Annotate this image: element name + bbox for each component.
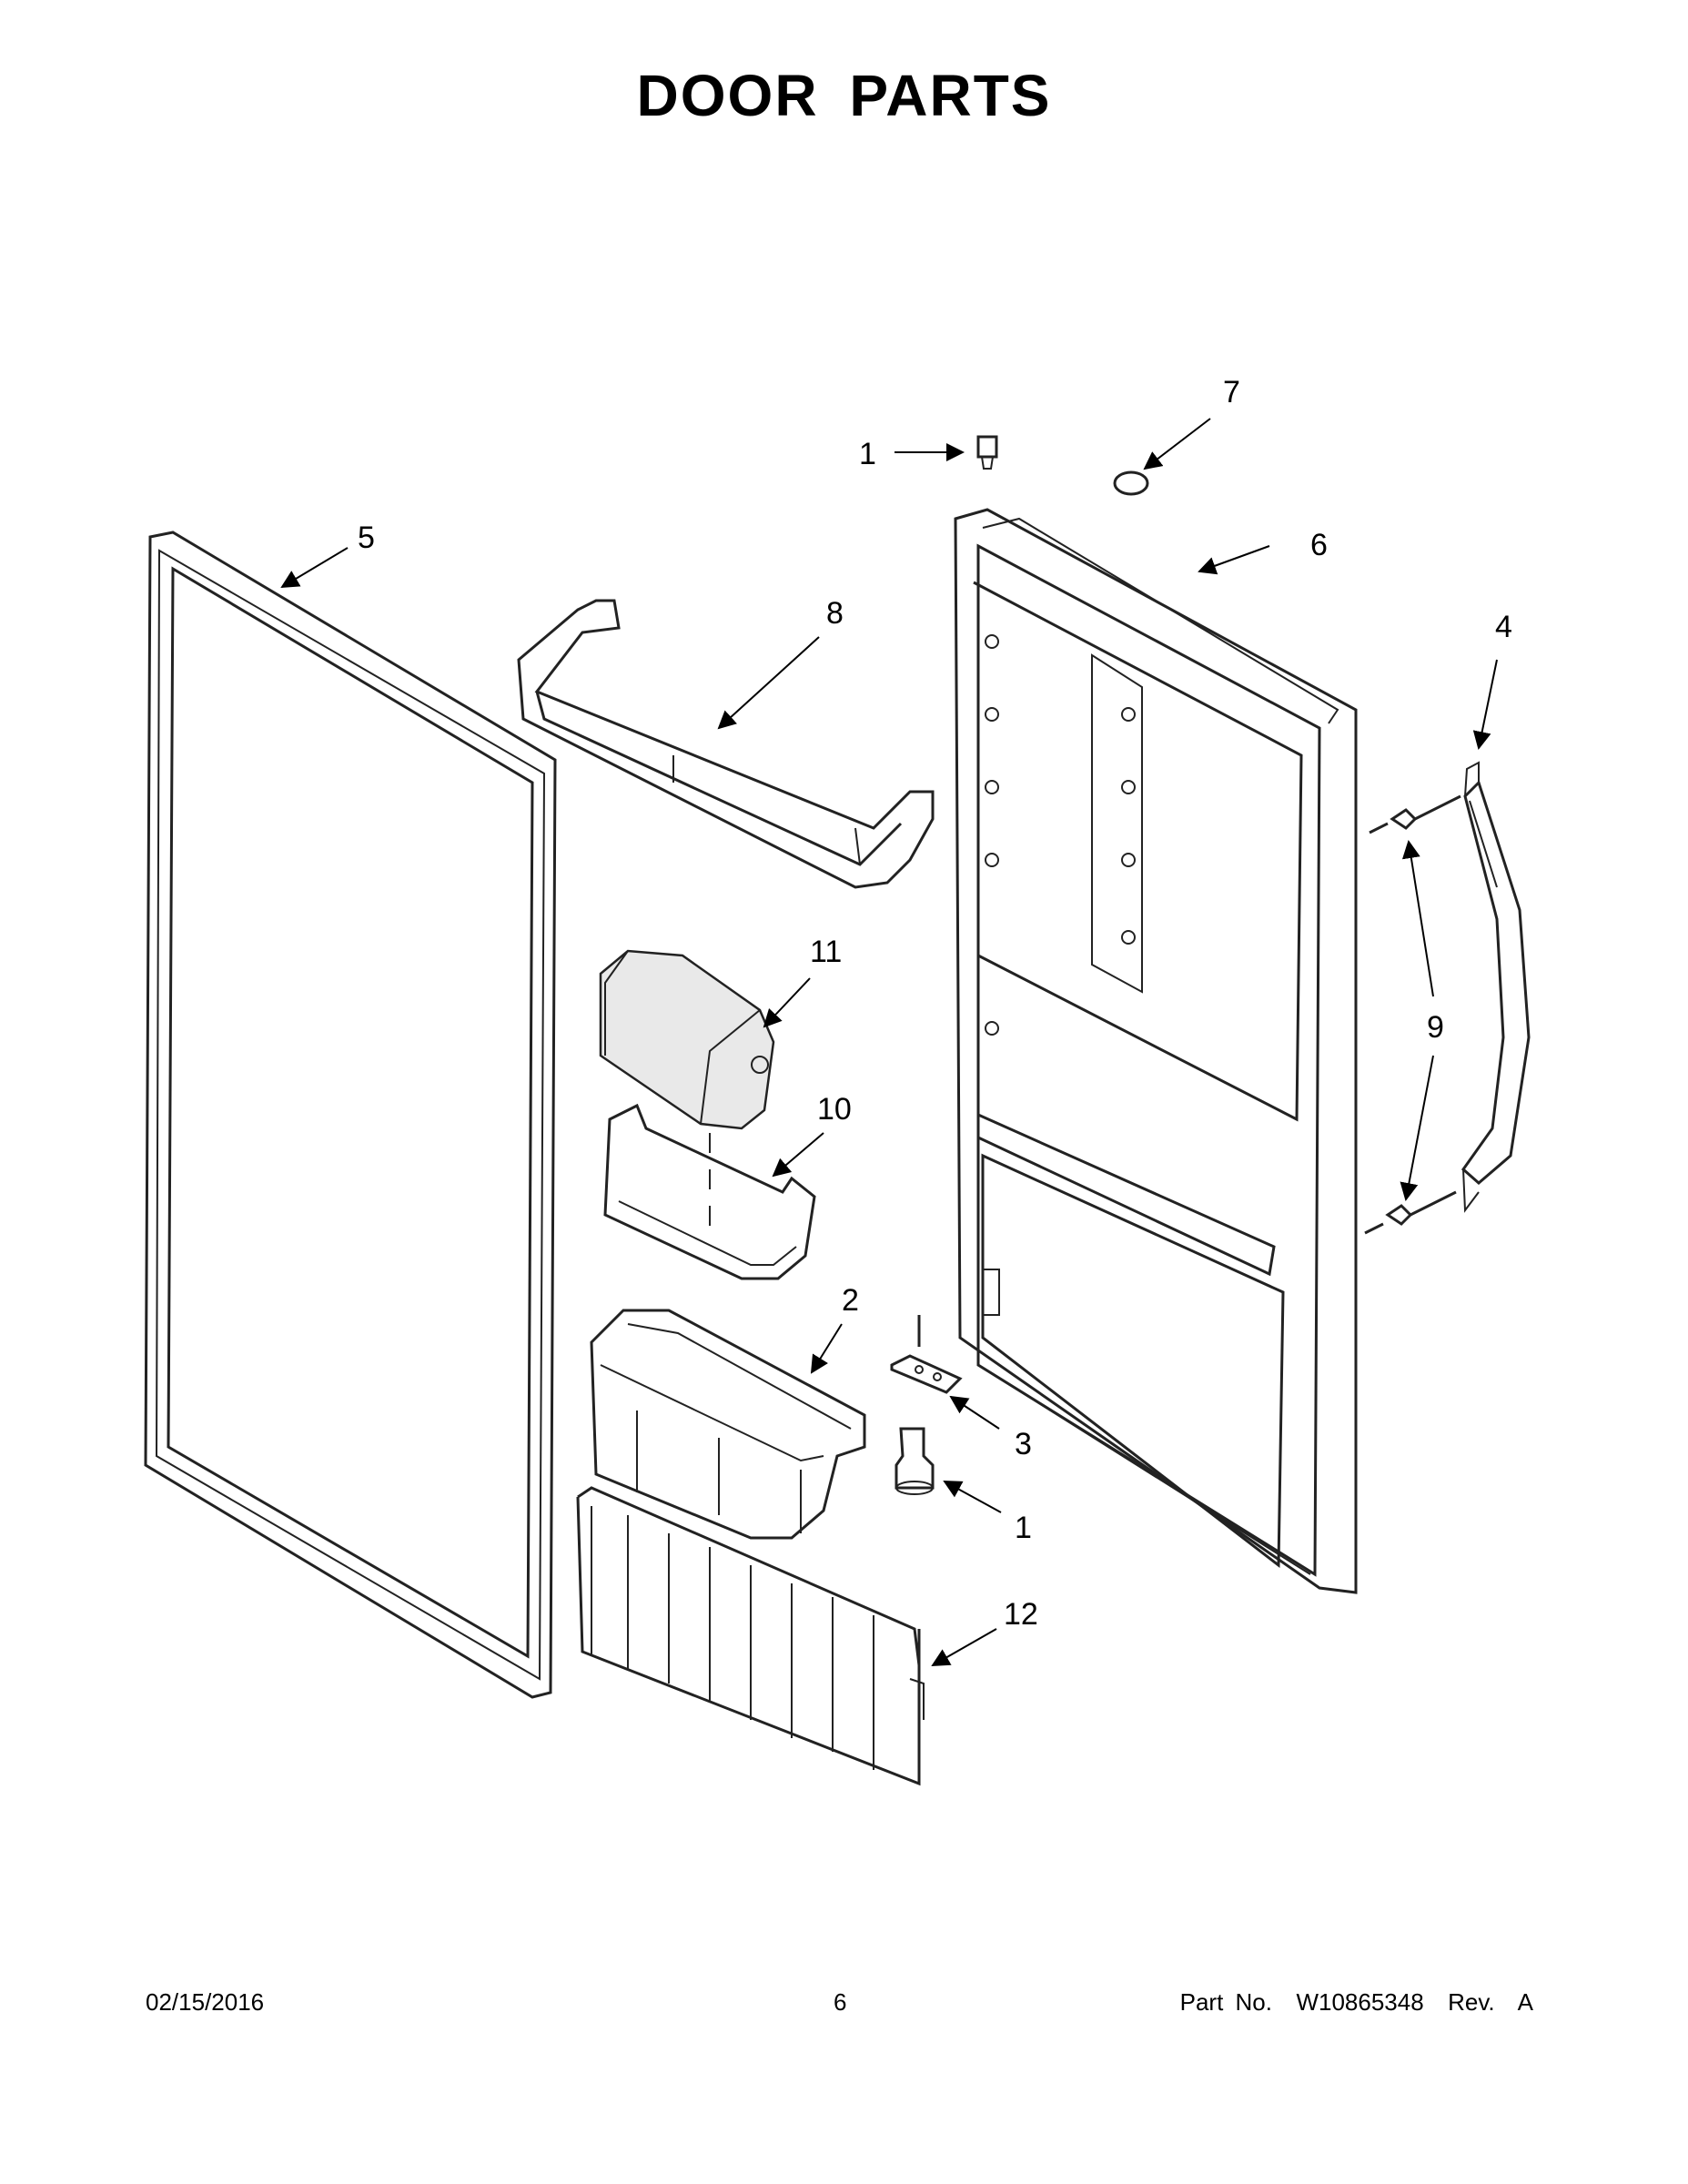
callout-10: 10 xyxy=(817,1092,852,1127)
leader-arrows xyxy=(280,418,1498,1666)
door-bin xyxy=(590,1309,866,1540)
leader-10 xyxy=(772,1132,824,1178)
callout-1-top: 1 xyxy=(859,437,876,471)
leader-9-down xyxy=(1400,1055,1434,1201)
page-title: DOOR PARTS xyxy=(636,63,1052,128)
wire-bin-retainer xyxy=(576,1486,925,1786)
callout-7: 7 xyxy=(1223,375,1240,410)
leader-3 xyxy=(949,1395,1000,1430)
footer-part-number: Part No. W10865348 Rev. A xyxy=(1179,1988,1533,2016)
callout-8: 8 xyxy=(826,596,844,631)
leader-4 xyxy=(1472,659,1498,750)
callout-4: 4 xyxy=(1495,610,1512,644)
leader-11 xyxy=(763,977,811,1028)
callout-1-bottom: 1 xyxy=(1015,1511,1032,1545)
door-hinge xyxy=(890,1315,963,1394)
leader-5 xyxy=(280,547,349,589)
dairy-bin xyxy=(603,1103,816,1280)
door-bin-cover xyxy=(599,949,775,1130)
o-ring xyxy=(1113,470,1149,496)
callout-9: 9 xyxy=(1427,1010,1444,1045)
hinge-bushing-bottom xyxy=(895,1427,935,1495)
leader-6 xyxy=(1198,545,1270,575)
liner-shelf-posts xyxy=(985,634,1136,1036)
leader-9-up xyxy=(1401,840,1434,997)
callout-11: 11 xyxy=(810,935,842,969)
callout-5: 5 xyxy=(358,521,375,555)
leader-8 xyxy=(717,636,820,730)
callout-12: 12 xyxy=(1004,1597,1038,1632)
leader-7 xyxy=(1143,418,1211,470)
callout-3: 3 xyxy=(1015,1427,1032,1461)
inner-door-liner xyxy=(954,508,1358,1594)
footer-date: 02/15/2016 xyxy=(146,1988,265,2016)
leader-12 xyxy=(931,1628,997,1666)
handle-screw-top xyxy=(1369,794,1461,834)
door-handle xyxy=(1461,761,1531,1213)
hinge-bushing-top xyxy=(976,435,998,470)
leader-2 xyxy=(810,1323,843,1374)
handle-screw-bottom xyxy=(1364,1190,1457,1235)
leader-1-bottom xyxy=(943,1481,1002,1513)
footer-page-number: 6 xyxy=(834,1988,847,2016)
door-shelf-bar xyxy=(517,599,935,889)
door-gasket xyxy=(144,531,557,1699)
callout-6: 6 xyxy=(1310,528,1328,562)
callout-2: 2 xyxy=(842,1283,859,1318)
